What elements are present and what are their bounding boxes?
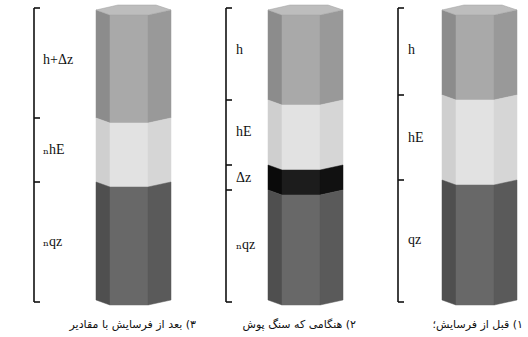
dimension-label: h [236, 43, 243, 57]
dimension-label: qz [408, 233, 421, 247]
bracket-tick [226, 189, 232, 191]
bracket-tick [398, 94, 404, 96]
bracket-line [397, 8, 399, 302]
bracket-line [33, 8, 35, 302]
prism-face [110, 187, 148, 305]
dimension-label: hE [408, 131, 424, 145]
prism-face [320, 10, 343, 105]
prism-top [96, 5, 171, 15]
prism-face [282, 105, 320, 170]
prism-face [456, 185, 494, 305]
prism-face [148, 182, 171, 305]
bracket-tick [226, 164, 232, 166]
bracket-tick [226, 7, 232, 9]
bracket-tick [34, 301, 40, 303]
bracket-tick [398, 7, 404, 9]
bracket-tick [398, 179, 404, 181]
prism-face [494, 180, 517, 305]
dimension-label: h+Δz [43, 53, 73, 67]
prism-face [282, 170, 320, 195]
stage-caption: ۲) هنگامی که سنگ پوش [243, 318, 357, 331]
dimension-label: hE [236, 125, 252, 139]
prism-face [110, 123, 148, 187]
prism-face [282, 15, 320, 105]
dimension-label: ₙqz [43, 235, 62, 249]
prism-face [268, 190, 282, 305]
dimension-label: ₙqz [236, 238, 255, 252]
bracket-tick [34, 117, 40, 119]
prism-face [110, 15, 148, 123]
bracket-tick [226, 301, 232, 303]
prism-face [96, 182, 110, 305]
bracket-line [225, 8, 227, 302]
bracket-tick [34, 181, 40, 183]
prism-face [320, 100, 343, 170]
bracket-tick [398, 301, 404, 303]
prism-face [494, 95, 517, 185]
prism-face [268, 100, 282, 170]
stage-caption: ۳) بعد از فرسایش با مقادیر [70, 318, 196, 331]
prism-face [442, 180, 456, 305]
dimension-label: Δz [236, 171, 251, 185]
prism-face [442, 95, 456, 185]
prism-face [96, 118, 110, 187]
dimension-label: h [408, 43, 415, 57]
dimension-label: ₙhE [43, 143, 65, 157]
prism-top [268, 5, 343, 15]
bracket-tick [226, 99, 232, 101]
prism-face [148, 10, 171, 123]
prism-face [96, 10, 110, 123]
prism-face [268, 10, 282, 105]
prism-face [320, 190, 343, 305]
stage-caption: ۱) قبل از فرسایش؛ [433, 318, 523, 331]
rock-columns [96, 5, 517, 305]
prism-face [148, 118, 171, 187]
prism-face [456, 100, 494, 185]
brackets [34, 8, 404, 302]
prism-face [494, 10, 517, 100]
prism-face [442, 10, 456, 100]
prism-face [456, 15, 494, 100]
prism-top [442, 5, 517, 15]
bracket-tick [34, 7, 40, 9]
prism-face [282, 195, 320, 305]
